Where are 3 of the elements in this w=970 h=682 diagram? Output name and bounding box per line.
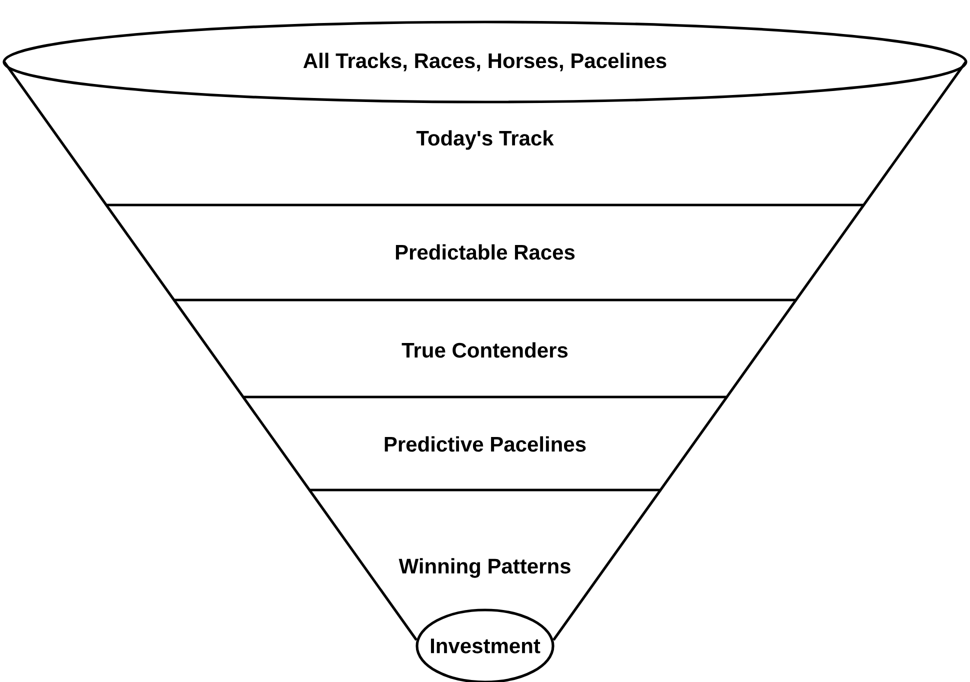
funnel-band: Predictive Pacelines <box>242 396 728 492</box>
funnel-band: Predictable Races <box>105 204 865 302</box>
funnel-band: True Contenders <box>172 299 798 398</box>
